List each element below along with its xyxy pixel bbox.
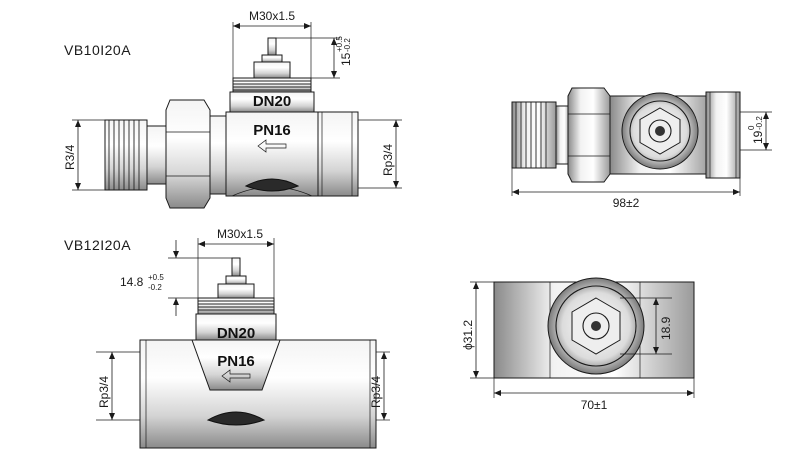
dim-thread-top (232, 22, 312, 78)
dim-height-top-right-tol-lower: -0.2 (755, 116, 764, 130)
pn-marking-top: PN16 (253, 122, 291, 139)
dim-diameter-bottom-right (470, 281, 494, 379)
dn-marking-bottom: DN20 (217, 325, 255, 342)
dim-outlet-thread-bottom-label: Rp3/4 (369, 376, 383, 408)
dim-height-top-right-value: 19 (751, 130, 765, 144)
model-label-top: VB10I20A (64, 42, 131, 58)
dim-height-bottom-tol-lower: -0.2 (148, 283, 162, 292)
dim-outlet-thread-bottom (376, 351, 390, 421)
dim-height-top-tol-upper: +0.5 (335, 36, 344, 52)
dim-length-top-right (511, 168, 741, 196)
valve-side-view-bottom (139, 257, 377, 449)
dim-height-bottom-tol-upper: +0.5 (148, 273, 164, 282)
dim-length-top-right-label: 98±2 (613, 196, 640, 210)
dim-inlet-thread-top-label: R3/4 (63, 144, 77, 170)
top-view-thread-lines (515, 102, 547, 168)
dim-thread-bottom-label: M30x1.5 (217, 227, 263, 241)
dim-height-top-tol-lower: -0.2 (343, 38, 352, 52)
pn-marking-bottom: PN16 (217, 353, 255, 370)
dim-inlet-thread-bottom-label: Rp3/4 (97, 376, 111, 408)
dim-length-bottom-right (493, 378, 695, 398)
dim-diameter-bottom-right-label: ϕ31.2 (461, 320, 475, 350)
dim-outlet-thread-top-label: Rp3/4 (381, 144, 395, 176)
dim-height-top (276, 37, 340, 79)
dim-inlet-thread-top (72, 119, 105, 191)
dim-height-bottom-value: 14.8 (120, 275, 144, 289)
dim-thread-top-label: M30x1.5 (249, 9, 295, 23)
dim-inner-bottom-right (620, 297, 672, 355)
dim-height-top-right (740, 111, 772, 151)
dim-inlet-thread-bottom (96, 351, 140, 421)
dim-height-top-right-tol-upper: 0 (747, 125, 756, 130)
valve-end-view (493, 277, 695, 379)
dim-length-bottom-right-label: 70±1 (581, 398, 608, 412)
dn-marking-top: DN20 (253, 93, 291, 110)
bonnet-thread-lines-bottom (198, 300, 274, 311)
valve-side-view-top (104, 37, 359, 209)
dim-height-bottom (168, 240, 232, 316)
dim-height-top-value: 15 (339, 52, 353, 66)
model-label-bottom: VB12I20A (64, 237, 131, 253)
dim-inner-bottom-right-label: 18.9 (659, 316, 673, 340)
inlet-thread-lines (108, 120, 140, 190)
dim-thread-bottom (197, 238, 275, 298)
dim-outlet-thread-top (358, 119, 402, 189)
valve-top-view (511, 87, 741, 183)
bonnet-thread-lines-top (233, 80, 311, 91)
